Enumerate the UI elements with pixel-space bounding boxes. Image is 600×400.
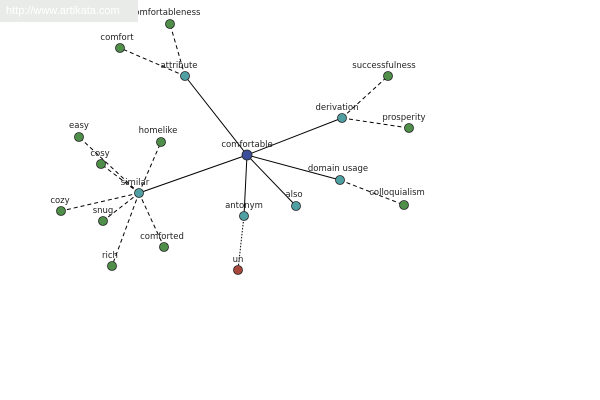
node-label-comfortable[interactable]: comfortable <box>221 140 272 150</box>
node-label-antonym[interactable]: antonym <box>225 201 263 211</box>
nodes-layer <box>56 19 414 275</box>
node-successfulness[interactable] <box>383 71 393 81</box>
node-label-prosperity[interactable]: prosperity <box>382 113 425 123</box>
node-also[interactable] <box>291 201 301 211</box>
node-label-similar[interactable]: similar <box>121 178 150 188</box>
node-label-attribute[interactable]: attribute <box>160 61 197 71</box>
node-label-rich[interactable]: rich <box>102 251 118 261</box>
edge-comfortable-derivation <box>246 117 343 156</box>
node-label-easy[interactable]: easy <box>69 121 89 131</box>
node-label-domain-usage[interactable]: domain usage <box>308 164 368 174</box>
node-label-comforted[interactable]: comforted <box>140 232 184 242</box>
node-label-cozy[interactable]: cozy <box>50 196 69 206</box>
edge-derivation-prosperity <box>341 117 410 129</box>
edge-similar-snug <box>102 192 140 222</box>
site-url-banner[interactable]: http://www.artikata.com <box>0 0 138 22</box>
edge-comfortable-antonym <box>243 154 248 217</box>
node-easy[interactable] <box>74 132 84 142</box>
edge-comfortable-also <box>246 154 297 207</box>
node-label-un[interactable]: un <box>233 255 244 265</box>
node-label-homelike[interactable]: homelike <box>139 126 178 136</box>
edge-similar-cosy <box>100 163 140 194</box>
node-similar[interactable] <box>134 188 144 198</box>
edge-derivation-successfulness <box>341 75 389 119</box>
node-label-comfort[interactable]: comfort <box>100 33 134 43</box>
edge-domain-usage-colloquialism <box>339 179 405 206</box>
node-attribute[interactable] <box>180 71 190 81</box>
node-antonym[interactable] <box>239 211 249 221</box>
edge-attribute-comfort <box>119 47 186 77</box>
edge-similar-homelike <box>138 141 162 194</box>
node-homelike[interactable] <box>156 137 166 147</box>
node-label-successfulness[interactable]: successfulness <box>352 61 416 71</box>
node-snug[interactable] <box>98 216 108 226</box>
node-prosperity[interactable] <box>404 123 414 133</box>
edge-comfortable-domain-usage <box>246 154 341 181</box>
node-comfort[interactable] <box>115 43 125 53</box>
node-derivation[interactable] <box>337 113 347 123</box>
node-cozy[interactable] <box>56 206 66 216</box>
node-un[interactable] <box>233 265 243 275</box>
edge-comfortable-attribute <box>184 75 248 156</box>
node-comfortable[interactable] <box>241 149 253 161</box>
node-label-comfortableness[interactable]: comfortableness <box>130 8 201 18</box>
edge-antonym-un <box>237 215 245 271</box>
node-domain-usage[interactable] <box>335 175 345 185</box>
node-label-derivation[interactable]: derivation <box>315 103 358 113</box>
edge-attribute-comfortableness <box>169 23 186 77</box>
labels-layer: comfortable attribute derivation similar dom… <box>50 8 425 265</box>
edges-layer <box>60 23 410 271</box>
node-label-colloquialism[interactable]: colloquialism <box>369 188 425 198</box>
node-label-snug[interactable]: snug <box>93 206 114 216</box>
node-cosy[interactable] <box>96 159 106 169</box>
node-comforted[interactable] <box>159 242 169 252</box>
edge-similar-comforted <box>138 192 165 248</box>
edge-similar-cozy <box>60 192 140 212</box>
node-comfortableness[interactable] <box>165 19 175 29</box>
node-colloquialism[interactable] <box>399 200 409 210</box>
node-label-also[interactable]: also <box>285 190 302 200</box>
node-label-cosy[interactable]: cosy <box>90 149 109 159</box>
edge-comfortable-similar <box>138 154 248 194</box>
node-rich[interactable] <box>107 261 117 271</box>
edge-similar-rich <box>111 192 140 267</box>
